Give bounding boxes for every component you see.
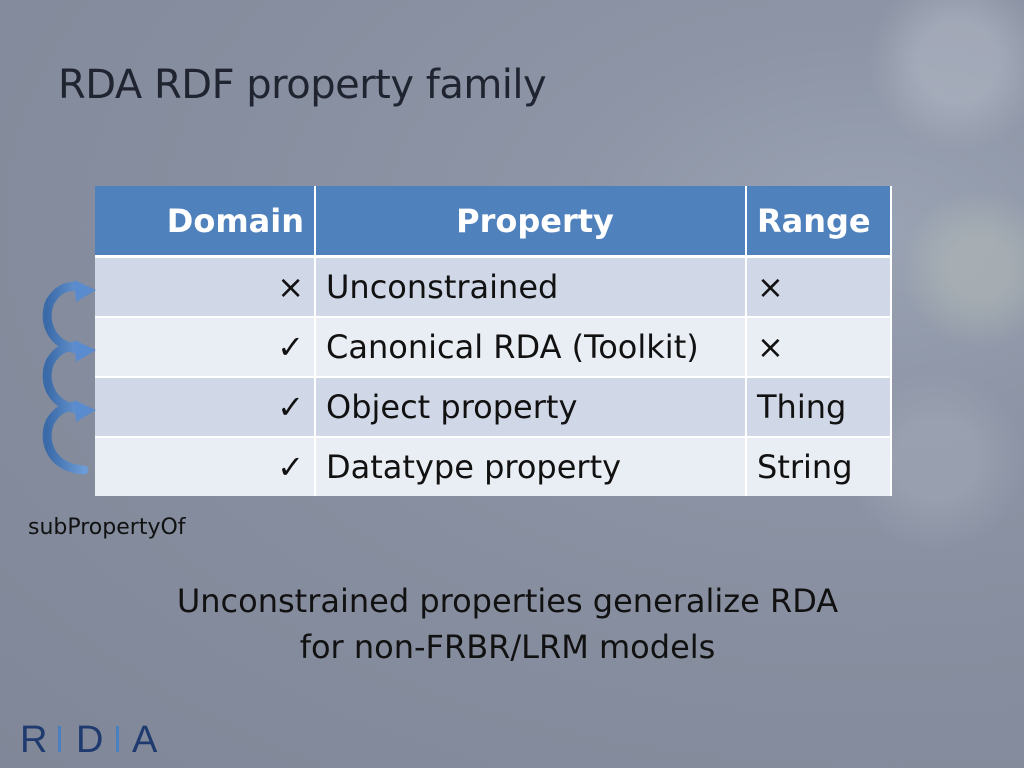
range-cell: ×	[746, 255, 892, 317]
range-cell: String	[746, 436, 892, 496]
curved-arrow-icon	[42, 400, 96, 475]
caption-line-2: for non-FRBR/LRM models	[299, 628, 716, 666]
header-domain: Domain	[95, 186, 316, 258]
range-cell: Thing	[746, 376, 892, 437]
property-cell: Canonical RDA (Toolkit)	[315, 316, 747, 377]
table-row: × Unconstrained ×	[95, 255, 892, 317]
rda-logo: R D A	[20, 720, 158, 758]
header-property: Property	[315, 186, 747, 258]
slide-caption: Unconstrained properties generalize RDA …	[150, 578, 865, 670]
table-header-row: Domain Property Range	[95, 186, 892, 258]
table-row: ✓ Datatype property String	[95, 436, 892, 496]
property-cell: Object property	[315, 376, 747, 437]
header-range: Range	[746, 186, 892, 258]
property-cell: Unconstrained	[315, 255, 747, 317]
domain-mark: ✓	[95, 316, 316, 377]
domain-mark: ✓	[95, 436, 316, 496]
svg-text:A: A	[132, 720, 158, 758]
caption-line-1: Unconstrained properties generalize RDA	[176, 582, 839, 620]
curved-arrow-icon	[42, 280, 96, 355]
domain-mark: ×	[95, 255, 316, 317]
subproperty-arrows	[42, 280, 96, 475]
range-cell: ×	[746, 316, 892, 377]
subpropertyof-label: subPropertyOf	[28, 515, 186, 540]
slide-title: RDA RDF property family	[58, 62, 547, 108]
svg-text:R: R	[20, 720, 51, 758]
table-row: ✓ Object property Thing	[95, 376, 892, 437]
domain-mark: ✓	[95, 376, 316, 437]
property-family-table: Domain Property Range × Unconstrained × …	[95, 186, 892, 496]
svg-text:D: D	[76, 720, 103, 758]
table-row: ✓ Canonical RDA (Toolkit) ×	[95, 316, 892, 377]
curved-arrow-icon	[42, 340, 96, 415]
property-cell: Datatype property	[315, 436, 747, 496]
